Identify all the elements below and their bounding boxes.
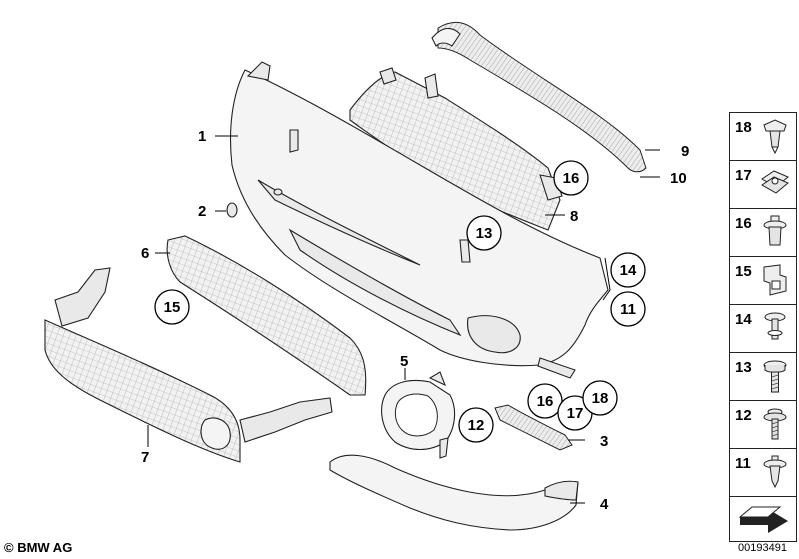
bracket-clip-icon (763, 264, 787, 296)
legend-number: 16 (735, 215, 752, 232)
legend-number: 15 (735, 263, 752, 280)
part-lower-spoiler (329, 454, 579, 531)
part-lower-mesh-insert (166, 235, 367, 396)
legend-row-11: 11 (729, 448, 797, 496)
callout-9: 9 (681, 143, 689, 160)
legend-row-18: 18 (729, 112, 797, 160)
callout-12: 12 (458, 407, 494, 443)
callout-8: 8 (570, 208, 578, 225)
callout-16-lower: 16 (527, 383, 563, 419)
part-upper-trim-strip (431, 21, 647, 173)
fastener-legend: 18 17 16 15 14 (729, 112, 797, 542)
callout-15: 15 (154, 289, 190, 325)
callout-11-label: 11 (620, 301, 636, 318)
callout-16-lower-label: 16 (537, 393, 554, 410)
callout-18-label: 18 (592, 390, 609, 407)
copyright-notice: © BMW AG (4, 540, 73, 555)
expanding-rivet-icon (763, 119, 787, 155)
legend-row-16: 16 (729, 208, 797, 256)
callout-16-upper-label: 16 (563, 170, 580, 187)
callout-4: 4 (600, 496, 609, 513)
part-tow-eye-cover (226, 202, 238, 218)
legend-number: 12 (735, 407, 752, 424)
part-front-bumper-panel (230, 61, 609, 379)
clip-nut-icon (761, 170, 789, 194)
callout-13-label: 13 (476, 225, 493, 242)
legend-row-generic (729, 496, 797, 542)
part-side-trim-piece (494, 404, 573, 451)
legend-number: 11 (735, 455, 751, 472)
callout-16-upper: 16 (553, 160, 589, 196)
collar-screw-icon (763, 408, 787, 440)
callout-12-label: 12 (468, 417, 485, 434)
legend-row-13: 13 (729, 352, 797, 400)
callout-14: 14 (610, 252, 646, 288)
legend-number: 14 (735, 311, 752, 328)
legend-row-12: 12 (729, 400, 797, 448)
hex-bolt-icon (763, 360, 787, 393)
callout-3: 3 (600, 433, 608, 450)
callout-5: 5 (400, 353, 408, 370)
legend-row-17: 17 (729, 160, 797, 208)
part-lower-grille-frame (44, 267, 333, 463)
callout-10: 10 (670, 170, 687, 187)
callout-17-label: 17 (567, 405, 584, 422)
callout-18: 18 (582, 380, 618, 416)
callout-14-label: 14 (620, 262, 637, 279)
callout-2: 2 (198, 203, 206, 220)
callout-15-label: 15 (164, 299, 181, 316)
document-number: 00193491 (738, 542, 787, 554)
callout-13: 13 (466, 215, 502, 251)
callout-7: 7 (141, 449, 149, 466)
legend-number: 17 (735, 167, 752, 184)
callout-17: 17 (557, 395, 593, 431)
part-fog-lamp-bezel (381, 371, 456, 459)
leader-lines (147, 135, 660, 504)
callout-1: 1 (198, 128, 206, 145)
legend-number: 13 (735, 359, 752, 376)
plastic-rivet-icon (763, 455, 787, 489)
push-rivet-icon (764, 312, 786, 340)
legend-number: 18 (735, 119, 752, 136)
generic-part-arrow-icon (738, 506, 788, 533)
legend-row-14: 14 (729, 304, 797, 352)
spreader-rivet-icon (763, 215, 787, 246)
callout-11: 11 (610, 291, 646, 327)
legend-row-15: 15 (729, 256, 797, 304)
callout-6: 6 (141, 245, 149, 262)
